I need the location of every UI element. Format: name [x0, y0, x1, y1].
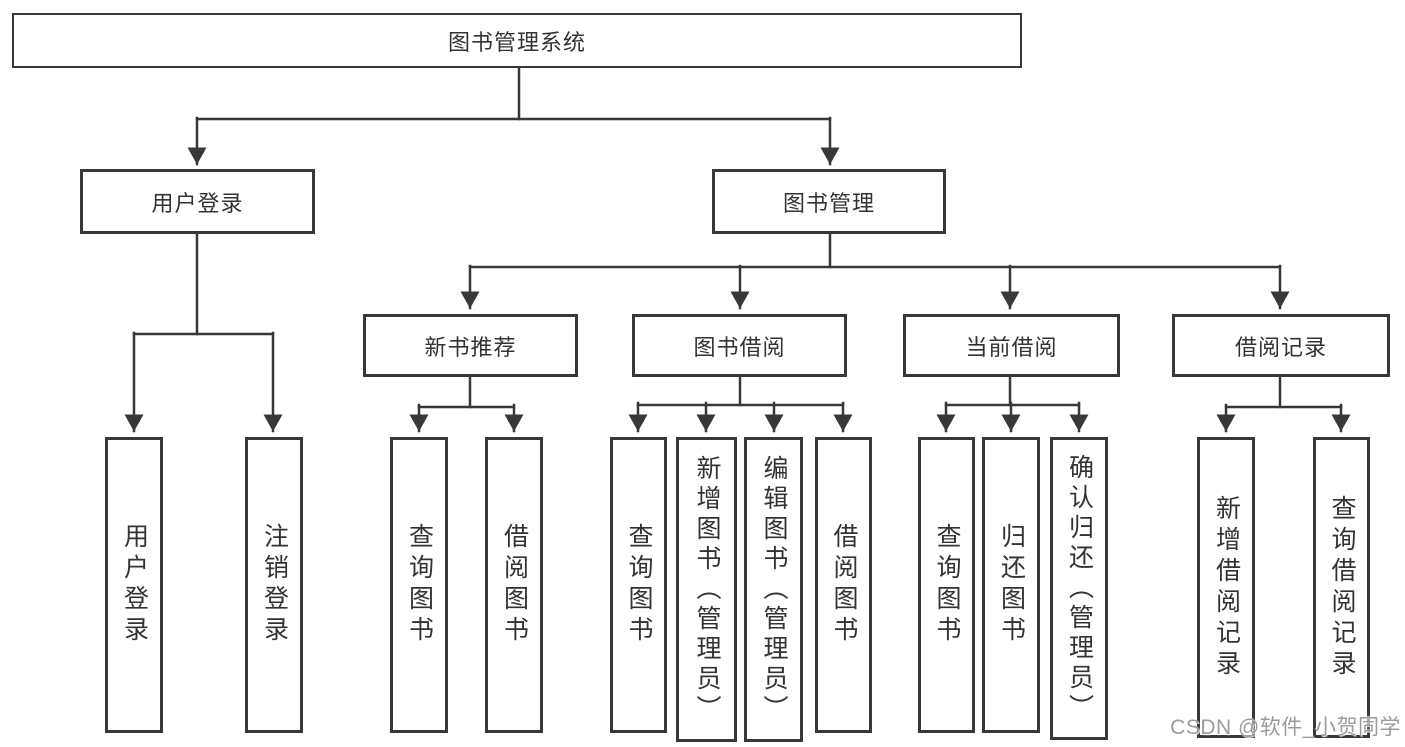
leaf-label: 用户登录: [120, 523, 149, 647]
leaf-label: 查询图书: [933, 523, 961, 647]
leaf-label: 新增借阅记录: [1212, 494, 1241, 681]
node-new-book-recommend: 新书推荐: [363, 314, 578, 377]
connector-group: [124, 65, 1351, 433]
node-current-borrow: 当前借阅: [903, 314, 1120, 377]
node-borrow-records: 借阅记录: [1172, 314, 1390, 377]
leaf-label: 注销登录: [260, 523, 289, 647]
leaf-query-books-recommend: 查询图书: [390, 437, 448, 733]
leaf-add-book-admin: 新增图书（管理员）: [676, 437, 737, 742]
leaf-borrow-books: 借阅图书: [815, 437, 872, 733]
node-root: 图书管理系统: [12, 13, 1022, 68]
leaf-borrow-books-recommend: 借阅图书: [485, 437, 543, 733]
leaf-query-books-borrow: 查询图书: [610, 437, 667, 733]
leaf-query-borrow-record: 查询借阅记录: [1313, 437, 1370, 738]
leaf-label: 查询图书: [405, 523, 434, 647]
node-user-login: 用户登录: [80, 169, 315, 234]
leaf-label: 借阅图书: [830, 523, 858, 647]
leaf-label: 确认归还（管理员）: [1065, 453, 1094, 724]
leaf-label: 编辑图书（管理员）: [760, 454, 788, 725]
leaf-label: 新增图书（管理员）: [693, 454, 721, 725]
leaf-label: 查询借阅记录: [1328, 494, 1356, 681]
leaf-label: 借阅图书: [500, 523, 529, 647]
leaf-return-book: 归还图书: [982, 437, 1040, 733]
leaf-edit-book-admin: 编辑图书（管理员）: [744, 437, 803, 742]
leaf-query-books-current: 查询图书: [918, 437, 975, 733]
leaf-confirm-return-admin: 确认归还（管理员）: [1050, 437, 1108, 740]
watermark: CSDN @软件_小贺同学: [1170, 716, 1401, 739]
leaf-label: 归还图书: [997, 523, 1026, 647]
node-book-management: 图书管理: [712, 169, 946, 234]
leaf-label: 查询图书: [625, 523, 653, 647]
node-book-borrow: 图书借阅: [632, 314, 847, 377]
leaf-add-borrow-record: 新增借阅记录: [1197, 437, 1255, 738]
leaf-user-login: 用户登录: [105, 437, 163, 733]
leaf-logout: 注销登录: [245, 437, 303, 733]
